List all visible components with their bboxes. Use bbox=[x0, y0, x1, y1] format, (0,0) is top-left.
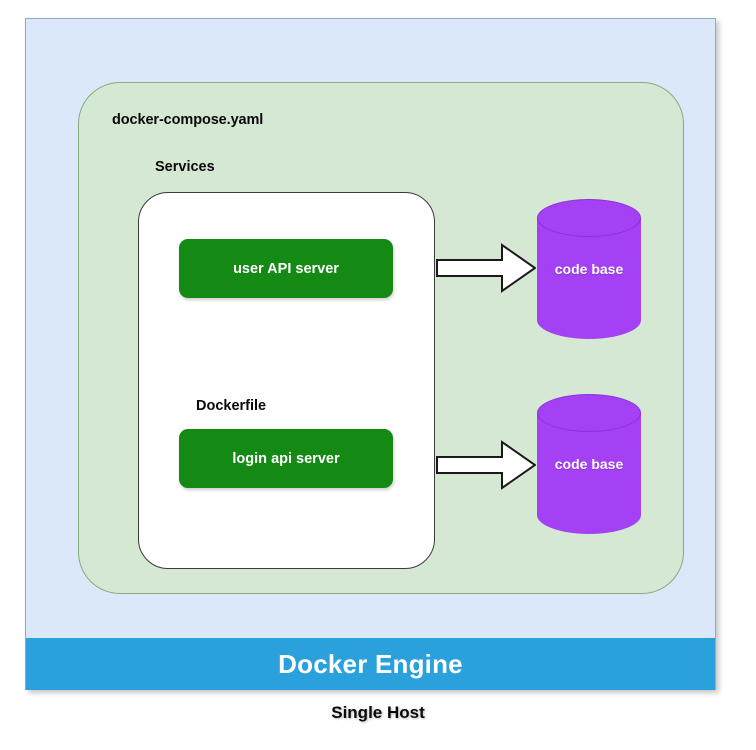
docker-engine-band: Docker Engine bbox=[26, 638, 715, 690]
cylinder-top-ellipse bbox=[537, 394, 641, 432]
database-cylinder-code-base-1: code base bbox=[537, 199, 641, 339]
database-cylinder-code-base-2: code base bbox=[537, 394, 641, 534]
service-node-login-api-server[interactable]: login api server bbox=[179, 429, 393, 488]
arrow-login-api-to-code-base bbox=[436, 440, 537, 490]
database-label: code base bbox=[554, 456, 624, 472]
cylinder-top-ellipse bbox=[537, 199, 641, 237]
services-label: Services bbox=[155, 159, 215, 175]
database-label: code base bbox=[554, 261, 624, 277]
arrow-user-api-to-code-base bbox=[436, 243, 537, 293]
service-node-user-api-server[interactable]: user API server bbox=[179, 239, 393, 298]
single-host-caption: Single Host bbox=[331, 703, 425, 722]
docker-compose-label: docker-compose.yaml bbox=[112, 112, 264, 128]
dockerfile-label: Dockerfile bbox=[196, 398, 267, 414]
